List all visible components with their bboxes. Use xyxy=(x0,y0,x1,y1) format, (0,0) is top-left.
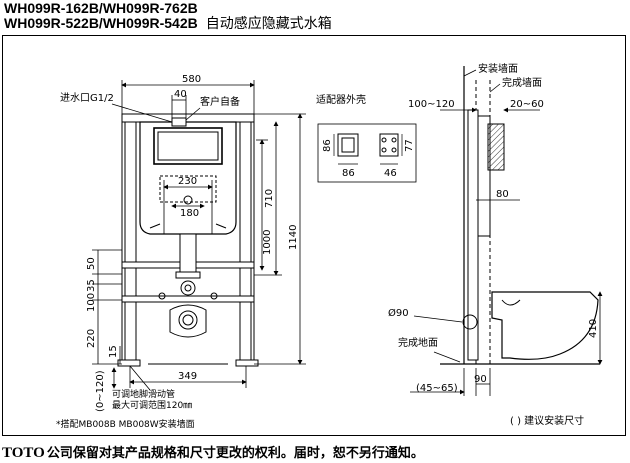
frame-left-post xyxy=(121,113,137,365)
wall-note: *搭配MB008B MB008W安装墙面 xyxy=(56,418,195,430)
dim-410: 410 xyxy=(588,319,599,338)
dim-adapter-46: 46 xyxy=(384,168,397,179)
drawing-frame xyxy=(2,35,626,436)
front-view xyxy=(117,113,259,367)
dim-40: 40 xyxy=(174,89,187,100)
dim-adapter-86a: 86 xyxy=(322,139,333,152)
title-model-2: WH099R-522B/WH099R-542B xyxy=(4,15,198,31)
label-finish-floor: 完成地面 xyxy=(398,336,438,349)
dim-1140: 1140 xyxy=(288,225,299,250)
dim-710: 710 xyxy=(264,189,275,208)
dim-580: 580 xyxy=(182,74,201,85)
adapter-label: 适配器外壳 xyxy=(316,93,366,106)
disclaimer-text: 公司保留对其产品规格和尺寸更改的权利。届时，恕不另行通知。 xyxy=(46,446,424,461)
adj-note-1: 可调地脚滑动管 xyxy=(112,388,175,400)
dim-50: 50 xyxy=(86,257,97,270)
title-line-2: WH099R-522B/WH099R-542B 自动感应隐藏式水箱 xyxy=(4,15,332,32)
label-install-wall: 安装墙面 xyxy=(478,62,518,75)
dim-100-120: 100~120 xyxy=(408,99,455,110)
brand-logo: TOTO xyxy=(2,445,45,461)
side-dimensions xyxy=(410,69,603,396)
dim-20-60: 20~60 xyxy=(510,99,544,110)
dim-adj-range: (0~120) xyxy=(95,370,106,412)
dim-230: 230 xyxy=(178,176,197,187)
dim-15: 15 xyxy=(108,345,119,358)
dim-180: 180 xyxy=(180,208,199,219)
toilet-bowl xyxy=(491,291,599,360)
paren-note: ( ) 建议安装尺寸 xyxy=(510,414,584,427)
dim-100: 100 xyxy=(86,293,97,312)
dim-90-side: 90 xyxy=(474,374,487,385)
adapter-detail xyxy=(317,123,417,183)
dim-adapter-86b: 86 xyxy=(342,168,355,179)
dim-80: 80 xyxy=(496,189,509,200)
adj-note-2: 最大可调范围120㎜ xyxy=(112,399,192,411)
dim-220: 220 xyxy=(86,329,97,348)
frame-right-post xyxy=(239,113,255,365)
flush-plate xyxy=(153,127,223,165)
dim-45-65: (45~65) xyxy=(416,383,458,394)
front-dimensions xyxy=(92,80,306,391)
label-finish-wall: 完成墙面 xyxy=(502,76,542,89)
title-product-name: 自动感应隐藏式水箱 xyxy=(205,16,332,32)
dim-35: 35 xyxy=(86,279,97,292)
title-line-1: WH099R-162B/WH099R-762B xyxy=(4,0,198,16)
dim-349: 349 xyxy=(178,371,197,382)
side-view xyxy=(440,66,600,365)
side-flush-plate xyxy=(487,123,505,171)
dim-adapter-77: 77 xyxy=(404,139,415,152)
dim-1000: 1000 xyxy=(262,230,273,255)
inlet-label: 进水口G1/2 xyxy=(60,92,114,104)
customer-label: 客户自备 xyxy=(200,95,240,108)
dim-dia-90: Ø90 xyxy=(388,307,409,319)
